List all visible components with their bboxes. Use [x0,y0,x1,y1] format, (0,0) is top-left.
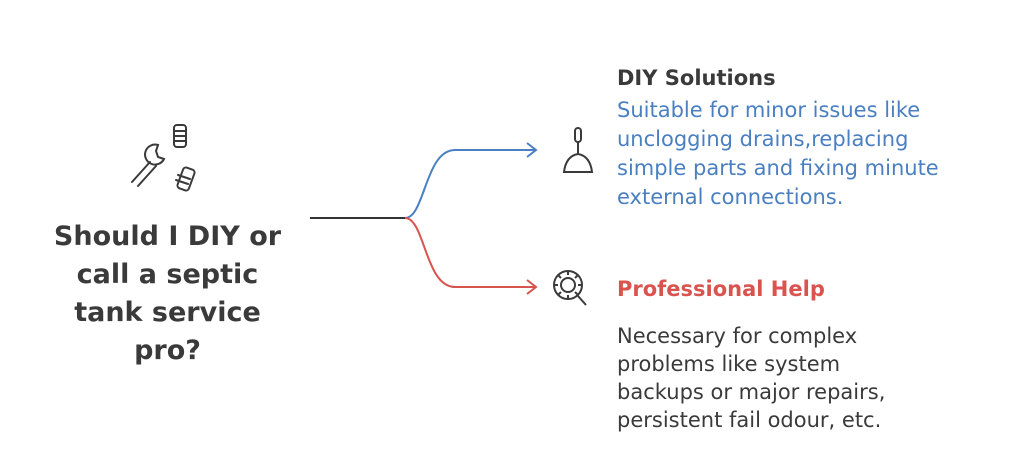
diy-description: Suitable for minor issues like uncloggin… [617,96,1017,212]
desc-line: persistent fail odour, etc. [617,408,882,432]
desc-line: simple parts and fixing minute [617,156,939,180]
arrow-pro [526,279,538,295]
arrow-diy [526,142,538,158]
desc-line: problems like system [617,352,841,376]
diy-title: DIY Solutions [617,66,776,90]
professional-title: Professional Help [617,277,825,301]
desc-line: backups or major repairs, [617,380,886,404]
wrench-bolts-icon [131,124,196,192]
question-line: Should I DIY or [53,221,282,252]
question-line: tank service [74,297,261,328]
bacteria-magnifier-icon [553,270,587,306]
central-question: Should I DIY or call a septic tank servi… [20,218,315,370]
connector-diy [404,149,535,219]
question-line: call a septic [76,259,259,290]
plunger-icon [562,127,594,173]
desc-line: Necessary for complex [617,324,858,348]
desc-line: unclogging drains,replacing [617,127,909,151]
professional-description: Necessary for complex problems like syst… [617,322,1017,434]
desc-line: external connections. [617,185,844,209]
connector-pro [404,217,535,288]
question-line: pro? [134,335,201,366]
desc-line: Suitable for minor issues like [617,98,921,122]
